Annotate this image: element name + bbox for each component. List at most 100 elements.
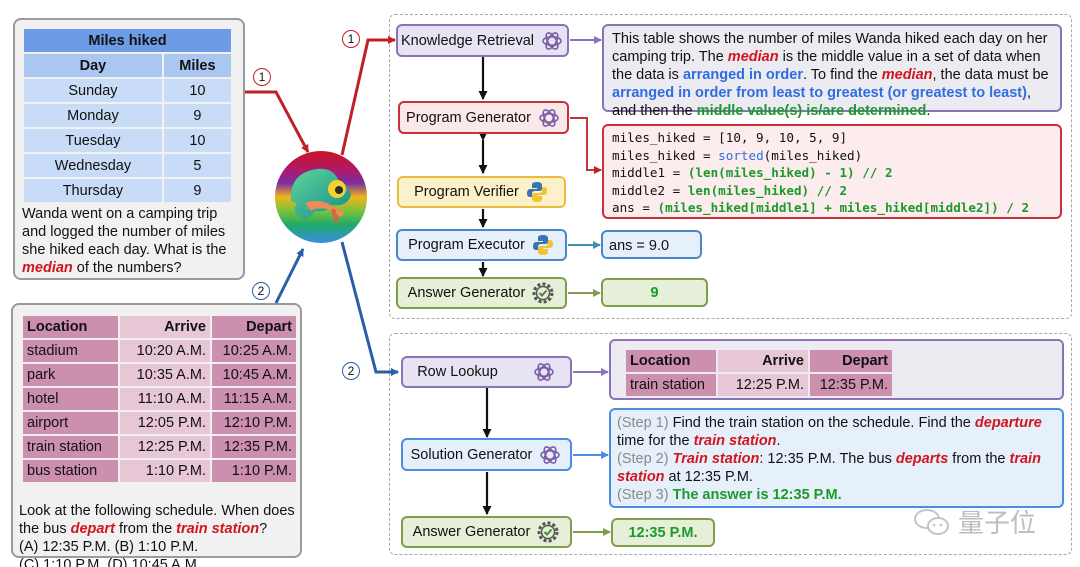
gear-check-icon [532,282,554,304]
lookup-table: Location Arrive Depart train station 12:… [626,348,892,398]
path-2-badge: 2 [252,282,270,300]
question-keyword: train station [176,521,260,537]
keyword: Train station [672,451,760,467]
text-span: , and then the [612,85,1031,119]
module-row-lookup[interactable]: Row Lookup [401,356,572,388]
cell-miles: 10 [161,129,231,152]
text-span: , the data must be [932,67,1049,83]
keyword-middle-value: middle value(s) is/are determined [696,103,927,119]
column-header-arrive: Arrive [118,316,210,338]
question-text: Look at the following schedule. When doe… [19,502,299,567]
watermark-text: 量子位 [958,508,1037,538]
cell-arrive: 10:20 A.M. [118,340,210,362]
keyword-arranged: arranged in order [682,67,803,83]
openai-icon [539,108,559,127]
module-solution-generator[interactable]: Solution Generator [401,438,572,471]
python-icon [526,182,547,202]
step-label: (Step 1) [617,415,669,431]
code-line: middle1 = [612,165,688,180]
module-label: Solution Generator [410,446,533,463]
step-label: (Step 2) [617,451,669,467]
pipeline-panel-1 [389,14,1072,319]
cell-day: Monday [24,104,162,127]
cell-location: bus station [23,460,118,482]
cell-arrive: 11:10 A.M. [118,388,210,410]
module-program-verifier[interactable]: Program Verifier [397,176,566,208]
module-label: Row Lookup [417,364,498,380]
text-span: at 12:35 P.M. [664,469,753,485]
path-1-badge: 1 [342,30,360,48]
text-span: from the [948,451,1010,467]
question-keyword: depart [70,521,115,537]
step-label: (Step 3) [617,487,669,503]
final-answer-1: 9 [601,278,708,307]
code-line: middle2 = [612,182,688,198]
answer-choices: (A) 12:35 P.M. (B) 1:10 P.M. [19,539,199,555]
cell-day: Thursday [24,179,162,202]
code-line: miles_hiked = [612,147,719,163]
path-2-badge: 2 [342,362,360,380]
code-line: ans = [612,200,658,215]
module-program-executor[interactable]: Program Executor [396,229,567,261]
module-answer-generator-2[interactable]: Answer Generator [401,516,572,548]
keyword-median: median [881,67,933,83]
cell-arrive: 12:05 P.M. [118,412,210,434]
keyword: train station [617,451,1041,485]
chameleon-logo-icon [275,151,367,243]
question-part: from the [114,521,177,537]
code-expr: (len(miles_hiked) - 1) // 2 [687,165,893,180]
cell-depart: 11:15 A.M. [210,388,296,410]
question-part: Look at the following schedule. When doe… [19,503,295,537]
cell-depart: 12:35 P.M. [210,436,296,458]
cell-arrive: 12:25 P.M. [716,374,808,396]
solution-output: (Step 1) Find the train station on the s… [609,408,1064,508]
text-span: Find the train station on the schedule. … [668,415,975,431]
cell-depart: 12:35 P.M. [808,374,892,396]
module-answer-generator[interactable]: Answer Generator [396,277,567,309]
executor-output: ans = 9.0 [601,230,702,259]
code-keyword: sorted [718,147,764,163]
column-header-depart: Depart [808,350,892,372]
arrow-model-to-knowledge-retrieval [340,36,396,156]
question-keyword: median [22,260,73,276]
cell-miles: 5 [161,154,231,177]
cell-arrive: 12:25 P.M. [118,436,210,458]
module-label: Answer Generator [412,524,531,540]
column-header-location: Location [23,316,118,338]
text-span: . To find the [803,67,882,83]
cell-day: Wednesday [24,154,162,177]
code-line: (miles_hiked) [763,147,863,163]
openai-icon [540,445,561,464]
question-part: ? [259,521,268,537]
path-1-badge: 1 [253,68,271,86]
cell-location: park [23,364,118,386]
arrow-problem2-to-model [274,248,305,304]
knowledge-output: This table shows the number of miles Wan… [602,24,1062,119]
table-title: Miles hiked [24,29,231,52]
module-label: Knowledge Retrieval [401,32,534,49]
cell-miles: 9 [161,104,231,127]
openai-icon [533,363,554,381]
column-header-day: Day [24,54,162,77]
module-knowledge-retrieval[interactable]: Knowledge Retrieval [396,24,569,57]
text-span: This table shows the number of miles Wan… [612,31,1048,65]
column-header-arrive: Arrive [716,350,808,372]
module-label: Program Verifier [414,184,519,200]
cell-location: train station [23,436,118,458]
module-program-generator[interactable]: Program Generator [398,101,569,134]
gear-check-icon [537,521,559,543]
keyword: departure [974,415,1042,431]
text-span: . [776,433,781,449]
cell-location: stadium [23,340,118,362]
keyword: train station [693,433,777,449]
keyword: departs [895,451,949,467]
question-part: of the numbers? [72,260,182,276]
